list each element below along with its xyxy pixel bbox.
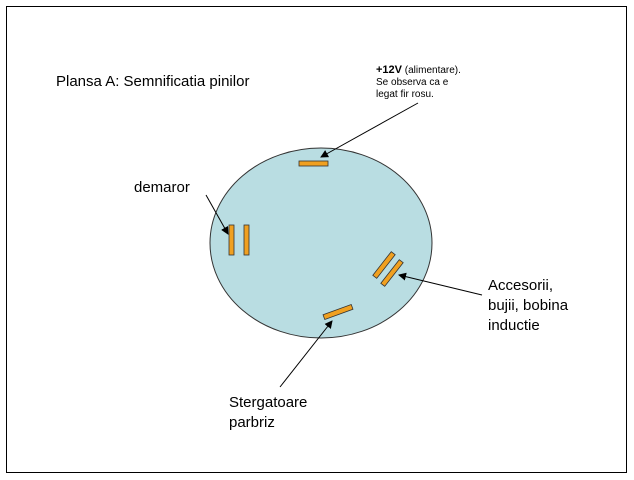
- label-stergatoare-line1: Stergatoare: [229, 394, 308, 411]
- arrow-accesorii: [398, 272, 483, 296]
- arrow-12v: [320, 102, 419, 158]
- connector-circle: [209, 147, 433, 339]
- slide-frame: [6, 6, 627, 473]
- label-stergatoare-line2: parbriz: [229, 414, 275, 431]
- label-accesorii: Accesorii, bujii, bobina inductie: [488, 276, 568, 336]
- label-accesorii-line2: bujii, bobina: [488, 297, 569, 314]
- label-accesorii-line1: Accesorii,: [488, 277, 554, 294]
- label-demaror: demaror: [134, 179, 190, 196]
- pin-stergatoare: [322, 304, 354, 320]
- label-12v: +12V (alimentare). Se observa ca e legat…: [376, 64, 461, 101]
- label-12v-line2: Se observa ca e: [376, 77, 449, 88]
- pin-accesorii-2: [380, 259, 404, 287]
- pin-demaror-2: [243, 224, 250, 256]
- label-12v-rest: (alimentare).: [402, 65, 461, 76]
- arrow-stergatoare: [279, 320, 333, 388]
- label-accesorii-line3: inductie: [488, 317, 540, 334]
- label-stergatoare: Stergatoare parbriz: [229, 393, 307, 433]
- pin-demaror-1: [228, 224, 235, 256]
- label-12v-bold: +12V: [376, 64, 402, 76]
- page-title: Plansa A: Semnificatia pinilor: [56, 73, 250, 90]
- pin-accesorii-1: [372, 251, 396, 279]
- label-12v-line3: legat fir rosu.: [376, 89, 434, 100]
- arrow-demaror: [205, 194, 229, 235]
- pin-12v: [298, 160, 329, 167]
